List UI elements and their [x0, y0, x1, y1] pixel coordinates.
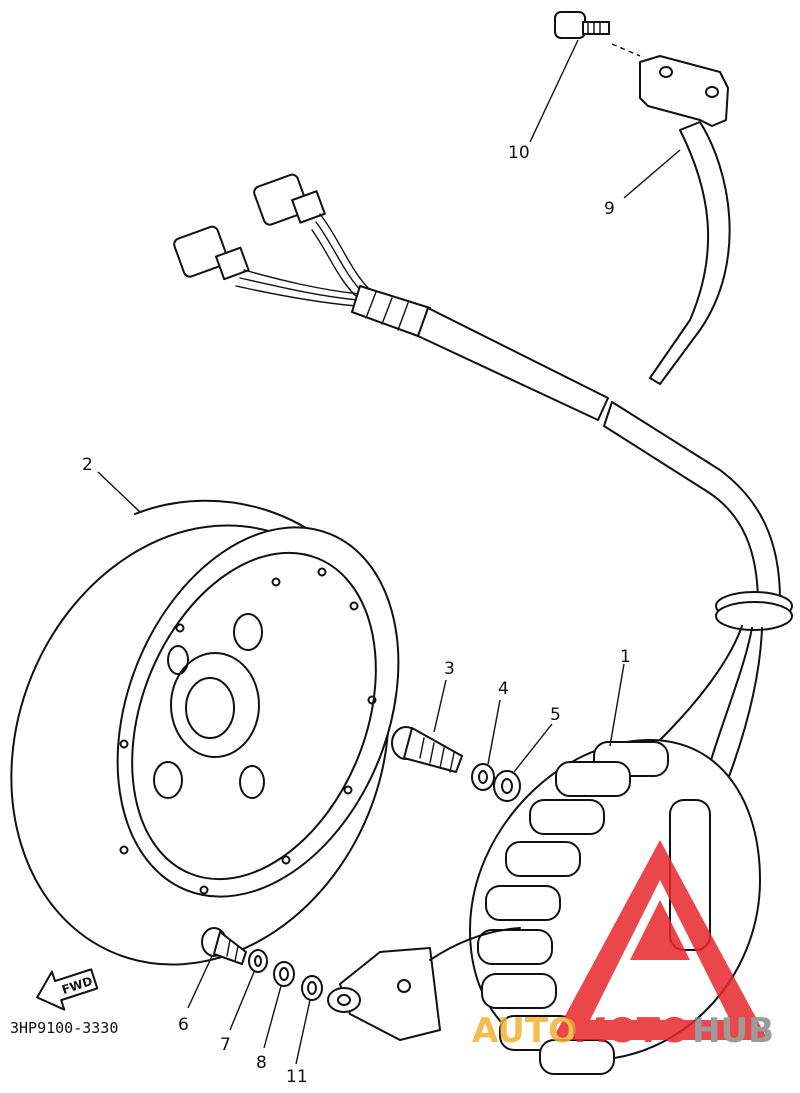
leader-1: [609, 663, 625, 747]
callout-2: 2: [82, 455, 93, 475]
callout-9: 9: [604, 199, 615, 219]
leader-5: [513, 723, 553, 773]
leader-8: [263, 985, 282, 1049]
leader-7: [229, 971, 255, 1031]
leader-6: [187, 955, 213, 1009]
callout-11: 11: [286, 1067, 308, 1087]
part-11-washer: [301, 975, 323, 1001]
part-5-washer: [493, 770, 521, 802]
watermark-text-auto: AUTO: [472, 1011, 577, 1051]
part-6-screw: [201, 927, 247, 965]
watermark-text-hub: HUB: [692, 1011, 774, 1051]
part-9-wire-clamp: [639, 55, 731, 385]
part-7-lock-washer: [248, 949, 268, 973]
callout-3: 3: [444, 659, 455, 679]
leader-4: [487, 699, 501, 765]
callout-8: 8: [256, 1053, 267, 1073]
watermark-triangle-icon: [552, 840, 768, 1040]
leader-9: [623, 149, 681, 199]
watermark-text-moto: MOTO: [574, 1011, 689, 1051]
part-2-flywheel-rotor: [10, 499, 400, 966]
callout-5: 5: [550, 705, 561, 725]
callout-7: 7: [220, 1035, 231, 1055]
part-8-washer: [273, 961, 295, 987]
callout-1: 1: [620, 647, 631, 667]
wiring-harness: [173, 173, 793, 801]
diagram-part-number: 3HP9100-3330: [10, 1019, 118, 1037]
callout-4: 4: [498, 679, 509, 699]
leader-2: [97, 471, 141, 513]
leader-3: [433, 679, 447, 733]
fwd-arrow: FWD: [36, 968, 99, 1011]
leader-11: [295, 999, 311, 1065]
callout-6: 6: [178, 1015, 189, 1035]
callout-10: 10: [508, 143, 530, 163]
part-10-screw: [554, 11, 610, 39]
part-3-bolt: [391, 726, 463, 773]
watermark-logo: AUTO MOTO HUB: [472, 840, 774, 1051]
part-4-lock-washer: [471, 763, 495, 791]
part-1-stator-coil: [327, 739, 761, 1075]
leader-10: [529, 39, 579, 143]
